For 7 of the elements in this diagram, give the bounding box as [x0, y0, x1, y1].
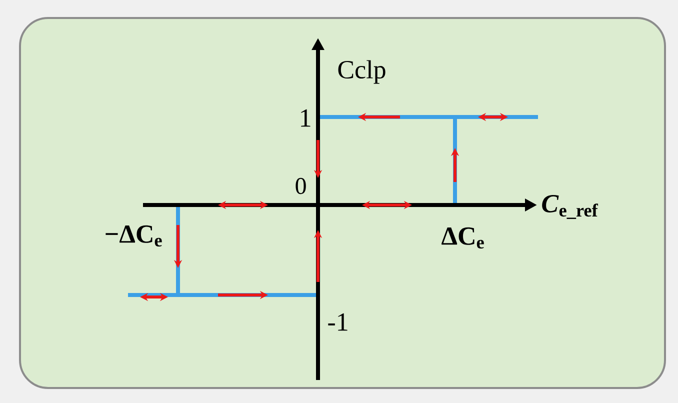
axis-label: ΔC$_{e}$ [442, 227, 484, 249]
axis-label: 1 [301, 109, 310, 127]
axis-label: C$_{e_ref}$ [542, 194, 598, 219]
axis-label: -1 [328, 313, 348, 331]
axis-label: 0 [296, 178, 306, 194]
axis-label: −ΔC$_{e}$ [106, 225, 162, 247]
axis-label: Cclp [338, 60, 386, 84]
